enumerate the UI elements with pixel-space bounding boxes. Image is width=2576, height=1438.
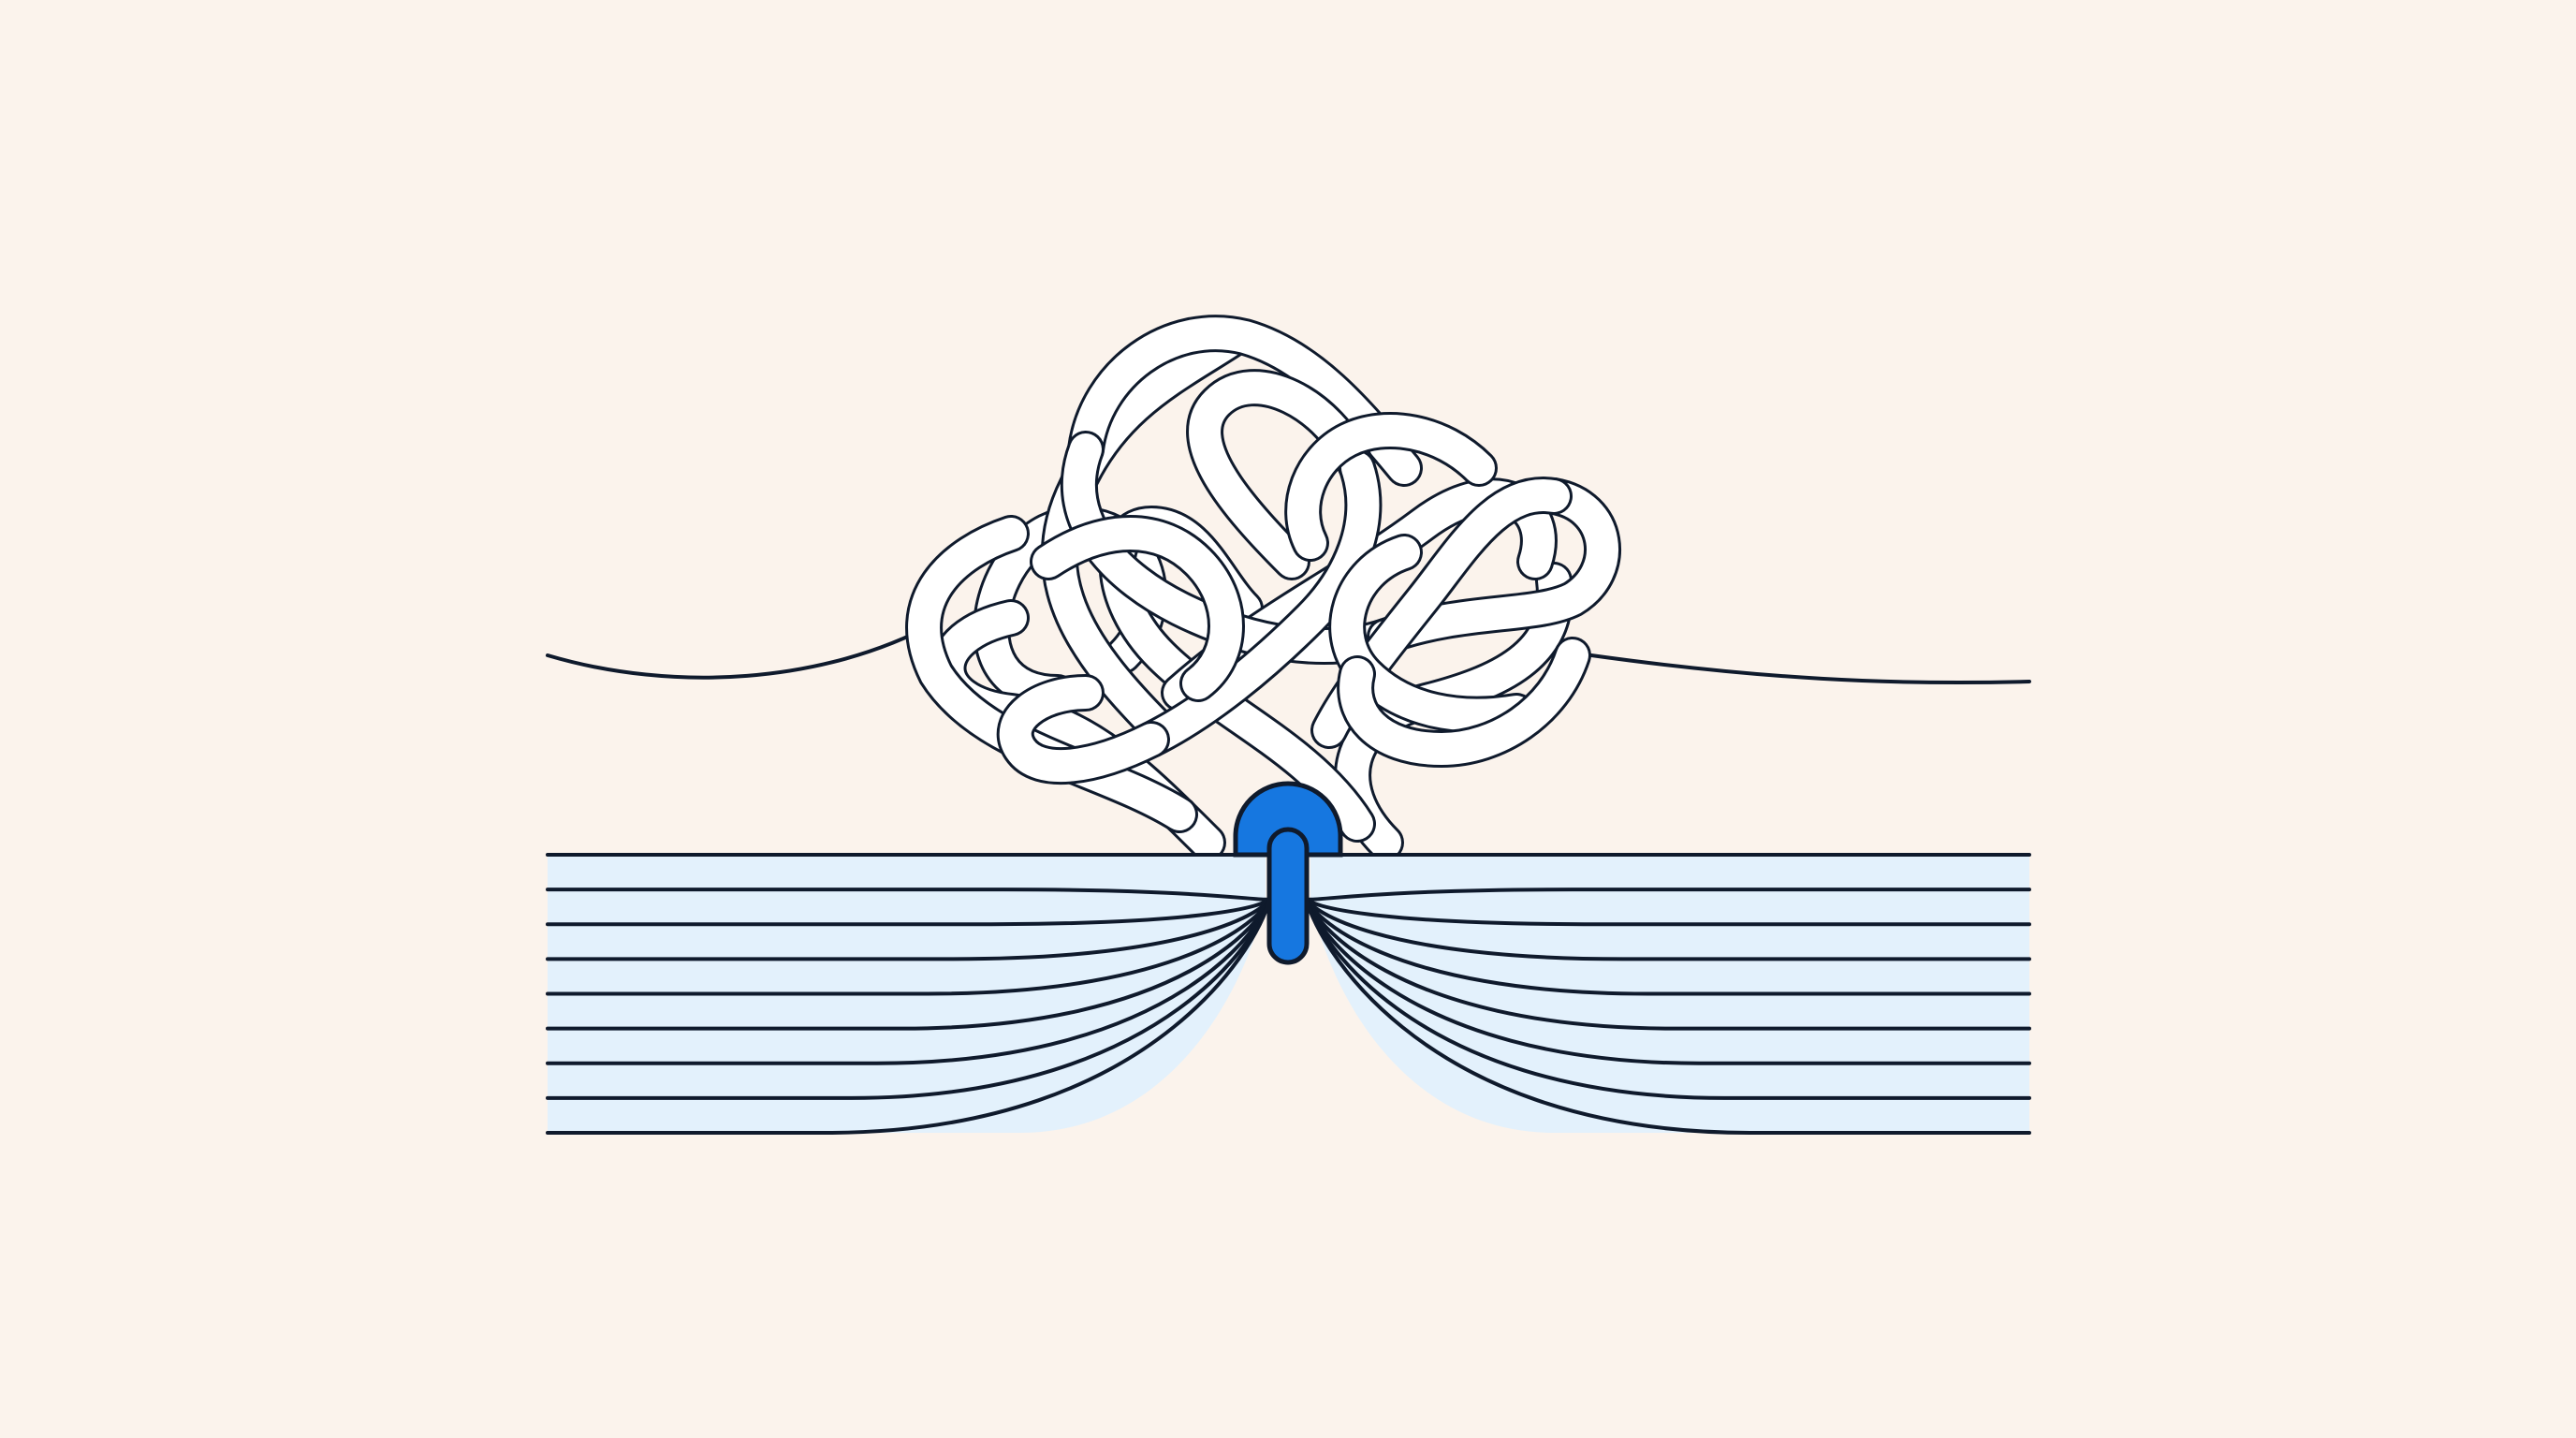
clasp-pin: [1266, 827, 1310, 965]
knot-strand: [1032, 518, 1242, 699]
tangled-knot-icon: [905, 315, 1621, 861]
band-lane-right: [1305, 897, 2031, 961]
clasp-icon: [1233, 781, 1343, 965]
left-thin-line: [546, 621, 938, 680]
clasp-dome: [1233, 781, 1343, 858]
band-lane-right: [1305, 897, 2031, 927]
band-lane-left: [546, 888, 1271, 902]
knot-strand: [999, 677, 1167, 783]
knot-strand: [1062, 433, 1401, 662]
knot-strand: [1189, 372, 1373, 578]
knot-strand: [1070, 317, 1420, 484]
knot-strand: [1339, 639, 1588, 765]
knot-strand: [1287, 415, 1495, 559]
band-lane-left: [546, 897, 1271, 1135]
band-lane-left: [546, 897, 1271, 927]
band-lane-right: [1305, 888, 2031, 902]
knot-strand: [1135, 452, 1380, 756]
band-lane-left: [546, 897, 1271, 961]
band-lane-right: [1305, 897, 2031, 1135]
right-thin-line: [1589, 653, 2031, 685]
knot-strand: [1369, 480, 1618, 653]
parallel-lanes-band: [546, 853, 2031, 1135]
